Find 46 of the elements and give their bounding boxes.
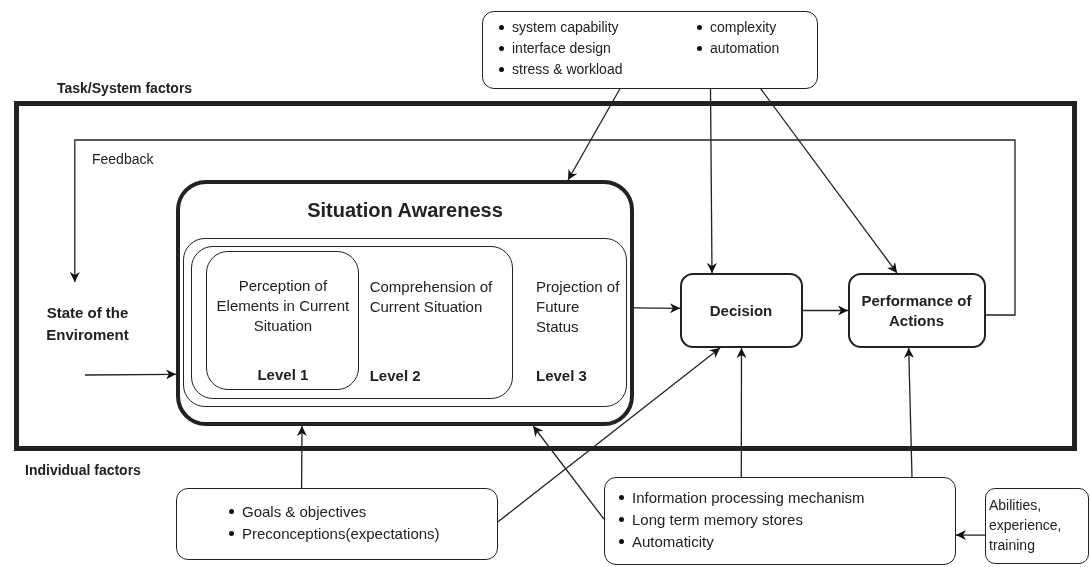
- list-item: Goals & objectives: [242, 503, 367, 520]
- box-label: Abilities, experience, training: [989, 496, 1063, 555]
- frame-heading: Task/System factors: [57, 79, 194, 98]
- arrow: [69, 139, 1016, 316]
- arrow: [296, 425, 307, 489]
- edge-label: Feedback: [90, 151, 156, 167]
- level-label: Level 1: [256, 365, 310, 386]
- list-item: Information processing mechanism: [632, 489, 865, 506]
- box-label: Performance of Actions: [860, 291, 973, 331]
- arrow: [567, 88, 621, 181]
- list-item: Long term memory stores: [632, 511, 803, 528]
- list-item: interface design: [512, 40, 611, 56]
- level-box: [190, 245, 513, 399]
- list-item: stress & workload: [512, 61, 623, 77]
- arrow: [955, 530, 986, 541]
- arrow: [633, 303, 681, 314]
- level-box: [183, 238, 627, 407]
- arrow: [84, 369, 177, 380]
- factor-box: [985, 488, 1089, 564]
- list-item: system capability: [512, 19, 619, 35]
- factor-box: [604, 477, 956, 565]
- list-item: automation: [710, 40, 780, 56]
- arrow: [706, 88, 717, 274]
- factor-box: [482, 11, 818, 89]
- level-label: Level 3: [536, 366, 588, 386]
- environment-label: State of the Enviroment: [30, 282, 145, 350]
- list-item: complexity: [710, 19, 777, 35]
- arrow: [532, 425, 605, 520]
- level-description: Comprehension of Current Situation: [369, 276, 494, 317]
- level-label: Level 2: [369, 365, 422, 386]
- arrow: [802, 305, 849, 316]
- arrow: [736, 347, 747, 478]
- factor-box: [176, 488, 498, 560]
- arrow: [903, 347, 914, 478]
- list-item: Automaticity: [632, 533, 714, 550]
- arrow: [497, 347, 721, 523]
- process-box: [848, 273, 986, 348]
- box-title: Situation Awareness: [306, 200, 504, 220]
- section-label: Individual factors: [25, 462, 141, 478]
- list-item: Preconceptions(expectations): [242, 525, 440, 542]
- awareness-box: [176, 180, 634, 426]
- level-description: Projection of Future Status: [536, 277, 621, 337]
- box-label: Decision: [708, 301, 774, 321]
- level-description: Perception of Elements in Current Situation: [215, 276, 351, 337]
- level-box: [206, 251, 360, 391]
- process-box: [680, 273, 803, 348]
